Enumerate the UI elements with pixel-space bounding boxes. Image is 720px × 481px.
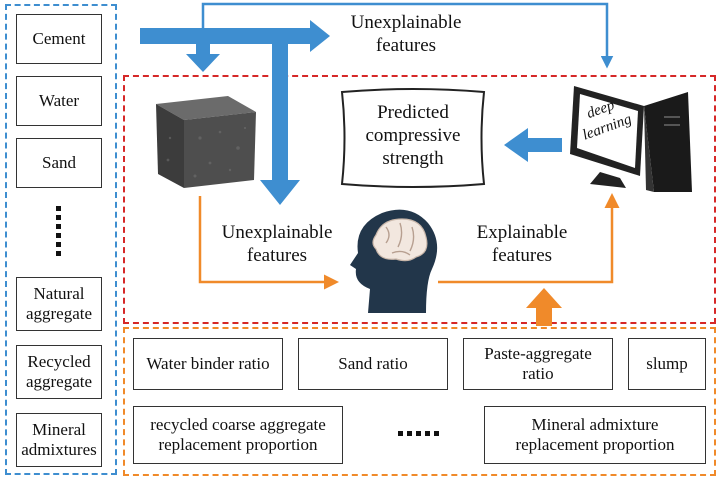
- top-unexplainable-label: Unexplainable features: [350, 12, 462, 56]
- orange-arrow-cube-to-head: [198, 196, 339, 290]
- feature-sand-ratio: Sand ratio: [298, 338, 448, 390]
- explainable-features-label: Explainable features: [476, 222, 568, 266]
- concrete-cube-icon: [156, 96, 256, 188]
- input-cement: Cement: [16, 14, 102, 64]
- input-recycled-aggregate-label: Recycled aggregate: [25, 352, 93, 391]
- input-cement-label: Cement: [32, 29, 86, 49]
- human-head-brain-icon: [350, 209, 438, 313]
- feature-water-binder-ratio-label: Water binder ratio: [146, 354, 270, 374]
- input-sand-label: Sand: [42, 153, 76, 173]
- inputs-ellipsis: [56, 206, 61, 256]
- input-mineral-admixtures: Mineral admixtures: [16, 413, 102, 467]
- input-water-label: Water: [38, 91, 80, 111]
- input-mineral-admixtures-label: Mineral admixtures: [21, 420, 97, 459]
- input-materials-group: [5, 4, 117, 475]
- orange-arrow-head-to-computer: [438, 193, 620, 284]
- blue-arrow-to-top-label: [140, 20, 330, 52]
- input-sand: Sand: [16, 138, 102, 188]
- predicted-strength-box: Predicted compressive strength: [338, 86, 488, 190]
- explainable-features-group: [123, 327, 716, 476]
- feature-mineral-admixture-label: Mineral admixture replacement proportion: [515, 415, 675, 454]
- feature-paste-aggregate-ratio-label: Paste-aggregate ratio: [484, 344, 592, 383]
- predicted-box-frame: [340, 88, 486, 188]
- feature-paste-aggregate-ratio: Paste-aggregate ratio: [463, 338, 613, 390]
- feature-recycled-coarse-aggregate: recycled coarse aggregate replacement pr…: [133, 406, 343, 464]
- features-ellipsis: [398, 431, 439, 436]
- feature-sand-ratio-label: Sand ratio: [338, 354, 408, 374]
- predicted-strength-label: Predicted compressive strength: [365, 102, 461, 170]
- desktop-computer-icon: [570, 86, 692, 192]
- blue-arrow-to-cube: [186, 44, 220, 72]
- input-recycled-aggregate: Recycled aggregate: [16, 345, 102, 399]
- feature-water-binder-ratio: Water binder ratio: [133, 338, 283, 390]
- input-natural-aggregate-label: Natural aggregate: [25, 284, 93, 323]
- orange-arrow-features-up: [526, 288, 562, 326]
- inner-unexplainable-label: Unexplainable features: [221, 222, 333, 266]
- feature-recycled-coarse-aggregate-label: recycled coarse aggregate replacement pr…: [150, 415, 326, 454]
- blue-arrow-to-prediction: [504, 128, 562, 162]
- input-water: Water: [16, 76, 102, 126]
- blue-line-to-computer: [201, 2, 614, 69]
- input-natural-aggregate: Natural aggregate: [16, 277, 102, 331]
- feature-mineral-admixture: Mineral admixture replacement proportion: [484, 406, 706, 464]
- model-region-group: [123, 75, 716, 324]
- blue-arrow-to-head: [260, 44, 300, 205]
- feature-slump-label: slump: [646, 354, 688, 374]
- feature-slump: slump: [628, 338, 706, 390]
